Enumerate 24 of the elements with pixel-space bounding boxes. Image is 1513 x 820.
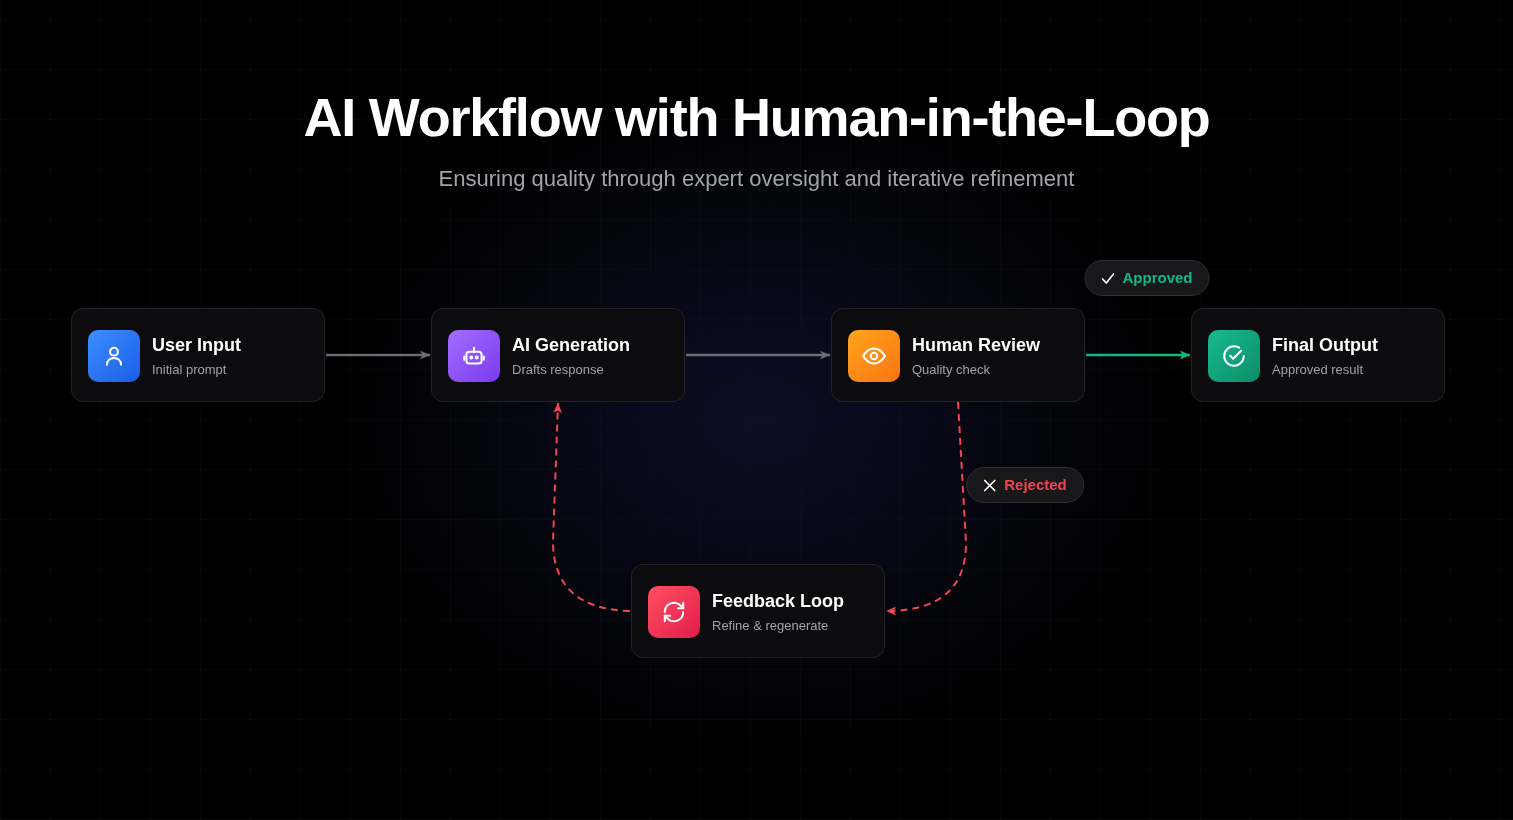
node-title: User Input (152, 334, 241, 356)
title: AI Workflow with Human-in-the-Loop (303, 86, 1210, 149)
dashed-arrow (552, 402, 631, 612)
edge-label: Approved (1122, 269, 1193, 287)
arrow (686, 350, 830, 360)
process-card (71, 308, 325, 402)
process-card (1191, 308, 1445, 402)
node-title: Final Output (1272, 334, 1378, 356)
arrow (326, 350, 430, 360)
node-title: AI Generation (512, 334, 631, 356)
node-subtitle: Refine & regenerate (712, 618, 829, 634)
node-subtitle: Drafts response (512, 362, 604, 378)
process-card (631, 564, 885, 658)
dashed-arrow (885, 401, 967, 616)
node-subtitle: Initial prompt (152, 362, 227, 378)
subtitle: Ensuring quality through expert oversight and iterative refinement (438, 166, 1075, 192)
node-title: Feedback Loop (712, 590, 845, 612)
process-card (831, 308, 1085, 402)
arrow (1086, 350, 1190, 360)
node-subtitle: Approved result (1272, 362, 1364, 378)
node-subtitle: Quality check (912, 362, 991, 378)
node-title: Human Review (912, 334, 1041, 356)
process-card (431, 308, 685, 402)
edge-label: Rejected (1004, 476, 1067, 494)
